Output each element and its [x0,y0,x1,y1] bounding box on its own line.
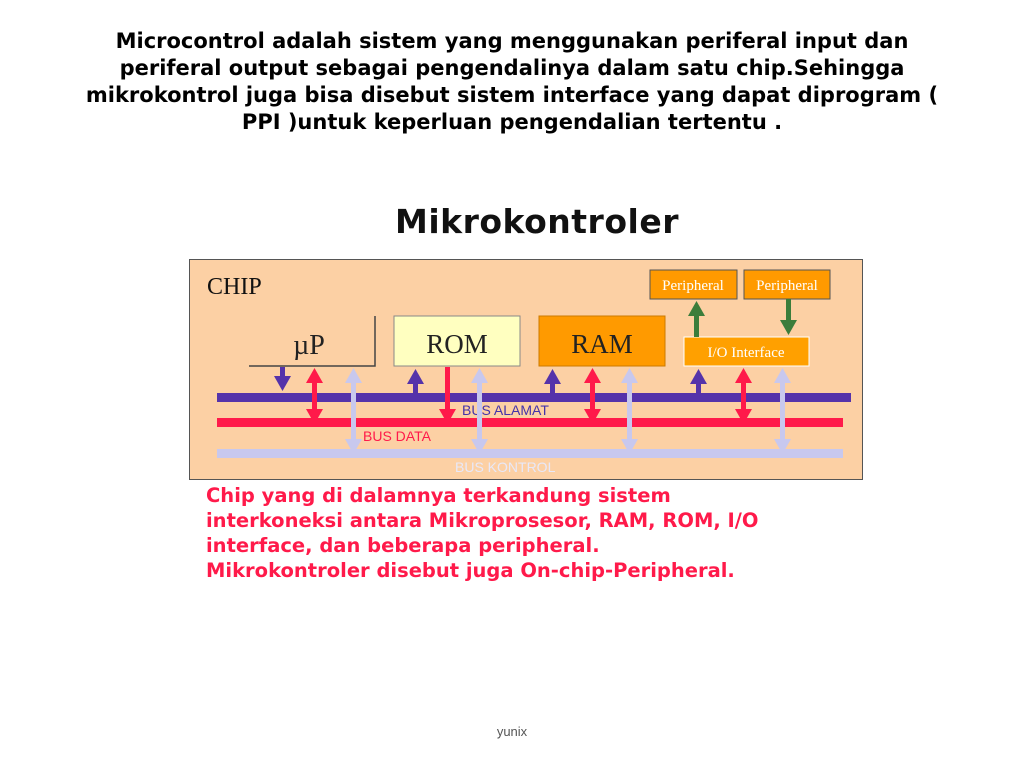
up-block-outline [249,316,376,367]
footer-text: yunix [496,724,528,739]
microcontroller-diagram: CHIP µP ROM RAM I/O Interface Peripheral… [189,259,863,480]
peripheral-label-1: Peripheral [662,278,724,294]
bus-kontrol-label: BUS KONTROL [455,459,556,475]
bus-kontrol-line [217,449,843,458]
rom-block [393,315,521,367]
intro-paragraph: Microcontrol adalah sistem yang mengguna… [40,28,984,136]
control-bus-arrows [345,368,791,454]
ram-block [538,315,666,367]
intro-line: PPI )untuk keperluan pengendalian terten… [241,110,783,134]
intro-line: mikrokontrol juga bisa disebut sistem in… [85,83,939,107]
bus-data-line [217,418,843,427]
up-block-label: µP [293,330,325,361]
diagram-caption: Chip yang di dalamnya terkandung sistem … [206,483,906,583]
intro-line: Microcontrol adalah sistem yang mengguna… [115,29,909,53]
caption-line: Mikrokontroler disebut juga On-chip-Peri… [206,559,735,582]
address-bus-arrows [274,367,707,393]
io-interface-label: I/O Interface [707,345,784,361]
peripheral-label-2: Peripheral [756,278,818,294]
data-bus-arrows [306,367,752,424]
bus-alamat-label: BUS ALAMAT [462,402,549,418]
peripheral-arrows [688,299,797,337]
intro-line: periferal output sebagai pengendalinya d… [119,56,905,80]
rom-block-label: ROM [426,329,488,359]
caption-line: interface, dan beberapa peripheral. [206,534,600,557]
chip-label: CHIP [207,274,262,300]
diagram-title: Mikrokontroler [395,202,679,241]
ram-block-label: RAM [571,329,633,359]
caption-line: interkoneksi antara Mikroprosesor, RAM, … [206,509,759,532]
bus-data-label: BUS DATA [363,428,432,444]
io-interface-block [683,336,810,367]
peripheral-block-2 [743,269,831,300]
caption-line: Chip yang di dalamnya terkandung sistem [206,484,671,507]
peripheral-block-1 [649,269,738,300]
bus-alamat-line [217,393,851,402]
